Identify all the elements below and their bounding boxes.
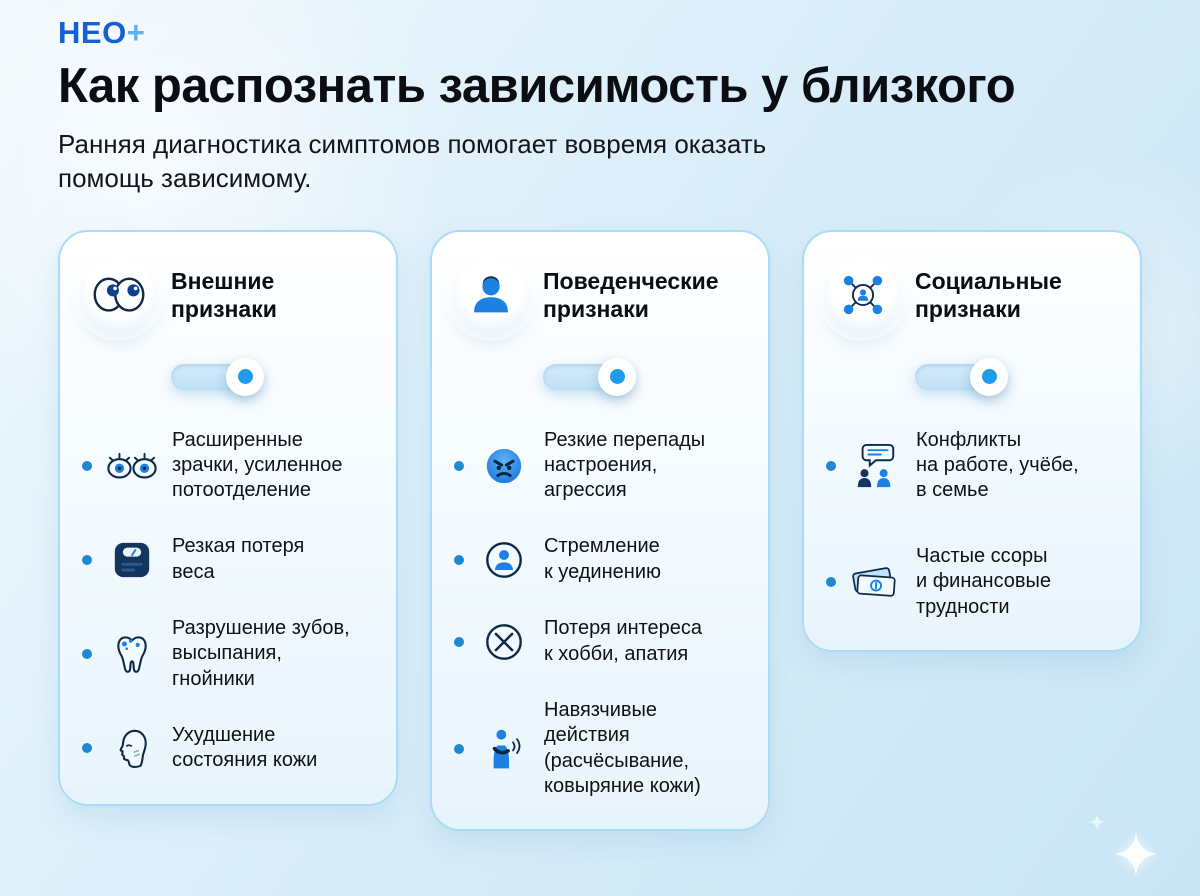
- person-icon: [474, 275, 508, 313]
- card-badge: [454, 257, 528, 332]
- googly-eyes-icon: [93, 277, 145, 312]
- toggle-social-signs[interactable]: [915, 357, 1008, 396]
- page-title: Как распознать зависимость у близкого: [58, 59, 1016, 114]
- conflict-icon: [849, 440, 903, 492]
- toggle-knob[interactable]: [970, 357, 1008, 396]
- eyes-icon: [105, 440, 159, 492]
- item-text: Резкие перепады настроения, агрессия: [544, 428, 706, 502]
- scratching-icon: [477, 723, 531, 775]
- list-item: Расширенные зрачки, усиленное потоотделе…: [82, 428, 374, 504]
- solitude-icon: [477, 534, 531, 586]
- toggle-knob[interactable]: [598, 357, 636, 396]
- item-text: Расширенные зрачки, усиленное потоотделе…: [172, 428, 343, 502]
- list-item: Стремление к уединению: [454, 534, 746, 586]
- bullet-dot: [82, 743, 92, 754]
- page-subtitle: Ранняя диагностика симптомов помогает во…: [58, 129, 767, 193]
- list-item: Потеря интереса к хобби, апатия: [454, 616, 746, 668]
- list-item: Частые ссоры и финансовые трудности: [826, 544, 1118, 620]
- item-text: Конфликты на работе, учёбе, в семье: [916, 428, 1079, 502]
- logo-text: НЕО: [58, 15, 127, 50]
- card-title: Поведенческие признаки: [543, 267, 719, 322]
- card-external-signs: Внешние признаки: [58, 229, 398, 807]
- card-header: Социальные признаки: [826, 257, 1118, 332]
- card-header: Внешние признаки: [82, 257, 374, 332]
- bullet-dot: [82, 648, 92, 659]
- card-badge: [82, 257, 156, 332]
- toggle-external-signs[interactable]: [171, 357, 264, 396]
- item-text: Разрушение зубов, высыпания, гнойники: [172, 616, 350, 690]
- item-text: Резкая потеря веса: [172, 535, 305, 583]
- toggle-dot: [609, 369, 625, 385]
- bullet-dot: [82, 460, 92, 471]
- item-text: Ухудшение состояния кожи: [172, 723, 318, 772]
- list-item: Разрушение зубов, высыпания, гнойники: [82, 616, 374, 692]
- card-title: Внешние признаки: [171, 267, 277, 322]
- card-header: Поведенческие признаки: [454, 257, 746, 332]
- weight-scale-icon: [105, 534, 159, 586]
- face-profile-icon: [105, 722, 159, 774]
- cards-container: Внешние признаки: [58, 229, 1142, 832]
- list-item: Резкие перепады настроения, агрессия: [454, 428, 746, 504]
- list-item: Конфликты на работе, учёбе, в семье: [826, 428, 1118, 504]
- sparkle-icon: [1114, 832, 1158, 876]
- item-text: Навязчивые действия (расчёсывание, ковыр…: [544, 698, 701, 798]
- network-icon: [843, 275, 883, 314]
- bullet-dot: [826, 576, 836, 587]
- toggle-behavioral-signs[interactable]: [543, 357, 636, 396]
- logo: НЕО+: [58, 15, 1142, 50]
- money-icon: [849, 556, 903, 608]
- angry-face-icon: [477, 440, 531, 492]
- list-item: Навязчивые действия (расчёсывание, ковыр…: [454, 698, 746, 800]
- logo-plus: +: [126, 15, 146, 50]
- tooth-icon: [105, 628, 159, 680]
- card-social-signs: Социальные признаки: [802, 229, 1142, 653]
- bullet-dot: [826, 460, 836, 471]
- sparkle-small-icon: [1089, 814, 1105, 830]
- item-text: Потеря интереса к хобби, апатия: [544, 617, 703, 665]
- item-text: Стремление к уединению: [544, 535, 661, 583]
- items-list: Резкие перепады настроения, агрессия Стр…: [454, 428, 746, 800]
- toggle-dot: [237, 369, 253, 385]
- items-list: Конфликты на работе, учёбе, в семье: [826, 428, 1118, 620]
- bullet-dot: [82, 554, 92, 565]
- bullet-dot: [454, 554, 464, 565]
- header: НЕО+ Как распознать зависимость у близко…: [0, 0, 1200, 196]
- no-interest-icon: [477, 616, 531, 668]
- list-item: Ухудшение состояния кожи: [82, 722, 374, 774]
- item-text: Частые ссоры и финансовые трудности: [916, 544, 1052, 618]
- bullet-dot: [454, 636, 464, 647]
- bullet-dot: [454, 743, 464, 754]
- toggle-dot: [981, 369, 997, 385]
- toggle-knob[interactable]: [226, 357, 264, 396]
- bullet-dot: [454, 460, 464, 471]
- card-title: Социальные признаки: [915, 267, 1062, 322]
- items-list: Расширенные зрачки, усиленное потоотделе…: [82, 428, 374, 774]
- list-item: Резкая потеря веса: [82, 534, 374, 586]
- card-badge: [826, 257, 900, 332]
- card-behavioral-signs: Поведенческие признаки: [430, 229, 770, 832]
